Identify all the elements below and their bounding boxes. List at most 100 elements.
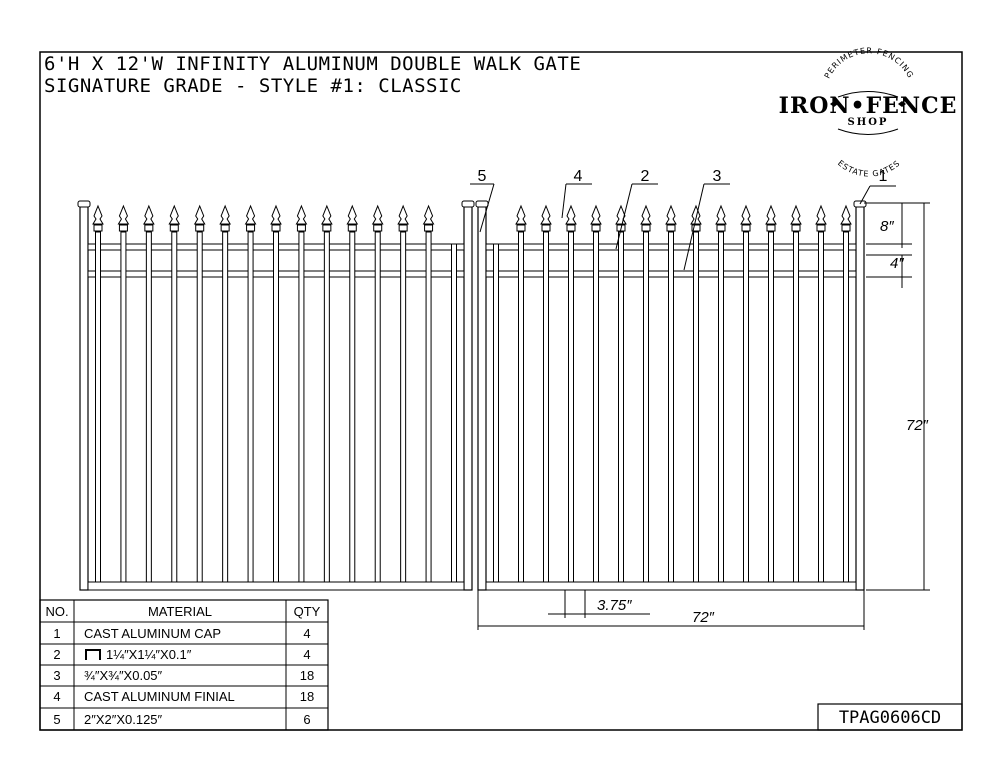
picket-left-4: [171, 231, 178, 583]
finial-collar-left-10: [322, 224, 332, 232]
finial-collar-left-1: [93, 224, 103, 232]
finial-icon: [690, 204, 702, 225]
finial-icon: [640, 204, 652, 225]
callout-1: 1: [879, 168, 888, 185]
picket-right-10: [718, 231, 724, 583]
picket-left-7: [247, 231, 254, 583]
finial-collar-right-9: [691, 224, 701, 232]
finial-collar-right-15: [841, 224, 851, 232]
dim-width-label: 72″: [692, 609, 715, 626]
finial-icon: [346, 204, 359, 225]
callout-5: 5: [478, 168, 487, 185]
finial-icon: [397, 204, 410, 225]
picket-right-9: [693, 231, 699, 583]
table-row-5-qty: 6: [303, 712, 310, 727]
finial-icon: [840, 204, 852, 225]
finial-icon: [515, 204, 527, 225]
finial-icon: [320, 204, 333, 225]
dim-height-label: 72″: [906, 417, 929, 434]
table-row-5-no: 5: [53, 712, 60, 727]
finial-collar-right-4: [566, 224, 576, 232]
table-row-2-material: 1¼″X1¼″X0.1″: [106, 647, 192, 662]
picket-right-5: [593, 231, 599, 583]
picket-left-2: [120, 231, 127, 583]
table-row-2-qty: 4: [303, 647, 310, 662]
logo-bottom-arc-text: ESTATE GATES: [836, 158, 902, 178]
callout-leaders: 5 4 2 3 1: [470, 168, 896, 271]
finial-icon: [565, 204, 577, 225]
logo-diamond-left-icon: [830, 101, 838, 107]
finial-icon: [295, 204, 308, 225]
gate-elevation: [77, 200, 867, 591]
table-row-3-qty: 18: [300, 668, 314, 683]
drawing-code: TPAG0606CD: [839, 708, 941, 728]
finial-collar-left-8: [271, 224, 281, 232]
picket-right-3: [543, 231, 549, 583]
bottom-rail-right: [485, 581, 857, 591]
finial-collar-left-5: [195, 224, 205, 232]
picket-right-2: [518, 231, 524, 583]
title-line-1: 6'H X 12'W INFINITY ALUMINUM DOUBLE WALK…: [44, 53, 581, 75]
finial-collar-left-4: [169, 224, 179, 232]
finial-collar-right-10: [716, 224, 726, 232]
finial-icon: [615, 204, 627, 225]
drawing-code-box: TPAG0606CD: [817, 703, 963, 731]
finial-icon: [765, 204, 777, 225]
picket-left-6: [222, 231, 229, 583]
gate-post-left-b: [463, 204, 473, 591]
finial-icon: [193, 204, 206, 225]
finial-collar-left-2: [118, 224, 128, 232]
finial-collar-left-14: [424, 224, 434, 232]
finial-icon: [422, 204, 435, 225]
finial-collar-left-11: [347, 224, 357, 232]
width-dimensions: 3.75″ 72″: [477, 588, 865, 630]
logo-sub-text: SHOP: [848, 117, 889, 128]
table-row-1-qty: 4: [303, 626, 310, 641]
bottom-rail-left: [87, 581, 465, 591]
table-row-4-no: 4: [53, 689, 60, 704]
iron-fence-shop-logo: PERIMETER FENCING IRON•FENCE SHOP ESTATE…: [779, 46, 957, 178]
picket-right-4: [568, 231, 574, 583]
finial-icon: [371, 204, 384, 225]
finial-icon: [168, 204, 181, 225]
finial-icon: [665, 204, 677, 225]
picket-right-12: [768, 231, 774, 583]
logo-diamond-right-icon: [898, 101, 906, 107]
finial-icon: [142, 204, 155, 225]
finial-collar-right-5: [591, 224, 601, 232]
finial-icon: [540, 204, 552, 225]
finial-icon: [219, 204, 232, 225]
picket-left-13: [400, 231, 407, 583]
title-line-2: SIGNATURE GRADE - STYLE #1: CLASSIC: [44, 75, 462, 97]
finial-collar-right-7: [641, 224, 651, 232]
picket-right-15: [843, 231, 849, 583]
gate-post-left-a: [79, 204, 89, 591]
materials-table: NO. MATERIAL QTY 1 CAST ALUMINUM CAP 4 2…: [39, 599, 329, 731]
channel-profile-icon: [85, 649, 101, 660]
finial-collar-left-6: [220, 224, 230, 232]
picket-left-11: [349, 231, 356, 583]
table-header-qty: QTY: [294, 604, 321, 619]
finial-icon: [815, 204, 827, 225]
gate-post-right-b: [855, 204, 865, 591]
post-cap-left-a: [77, 200, 91, 208]
picket-left-5: [196, 231, 203, 583]
table-row-2-no: 2: [53, 647, 60, 662]
callout-2: 2: [641, 168, 650, 185]
table-row-1-no: 1: [53, 626, 60, 641]
table-header-material: MATERIAL: [148, 604, 212, 619]
finial-collar-right-12: [766, 224, 776, 232]
callout-4: 4: [574, 168, 583, 185]
picket-right-14: [818, 231, 824, 583]
callout-3: 3: [713, 168, 722, 185]
finial-collar-right-3: [541, 224, 551, 232]
picket-left-1: [95, 231, 101, 583]
finial-icon: [244, 204, 257, 225]
picket-left-9: [298, 231, 305, 583]
table-row-5-material: 2″X2″X0.125″: [84, 712, 163, 727]
picket-left-3: [145, 231, 152, 583]
picket-right-6: [618, 231, 624, 583]
picket-left-8: [273, 231, 279, 583]
logo-swash-bottom-icon: [837, 128, 899, 135]
